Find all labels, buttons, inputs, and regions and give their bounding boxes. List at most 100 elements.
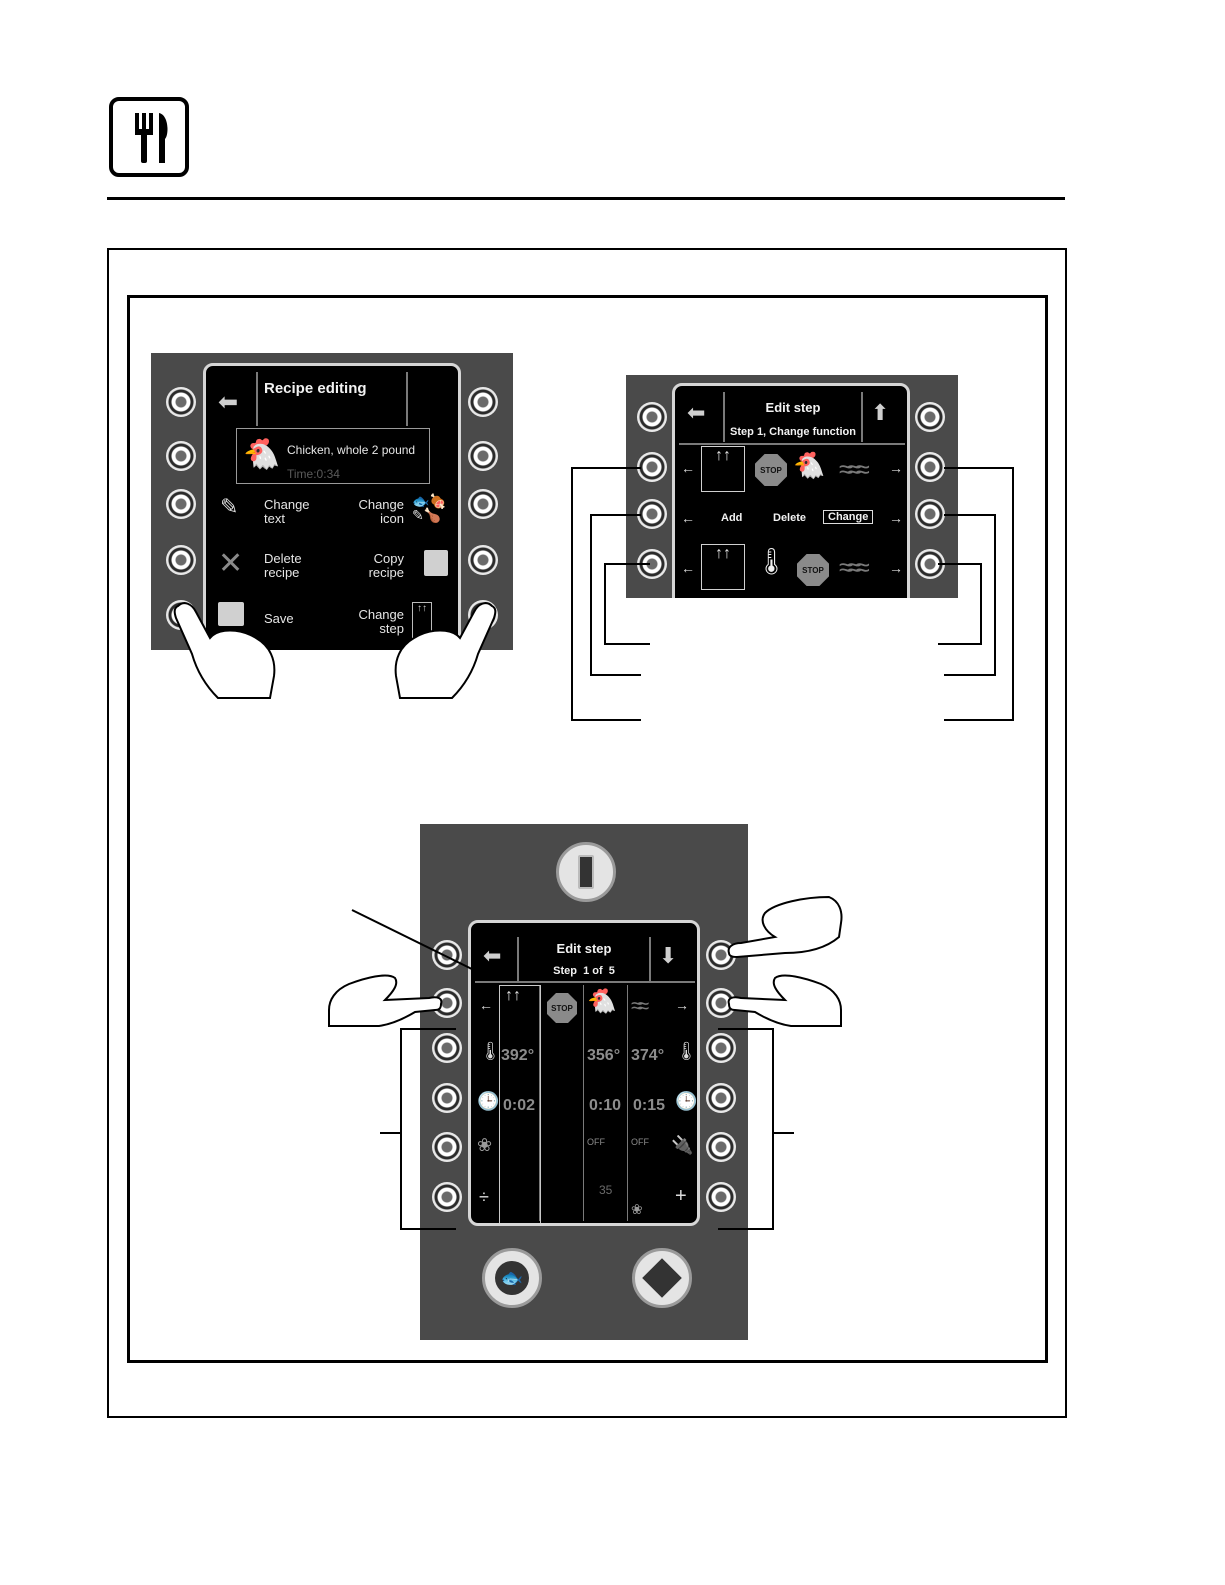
right-arrow-icon: → [675, 997, 689, 1013]
right-arrow-icon: → [889, 510, 903, 526]
edit-step-function-screen: ⬅ ⬆ Edit step Step 1, Change function ← … [672, 383, 910, 598]
save-label: Save [264, 611, 294, 626]
side-button-r3[interactable] [706, 1033, 736, 1063]
control-panel: ⬅ ⬇ Edit step Step 1 of 5 ← ↑↑ STOP 🐔 ≈≈… [420, 824, 748, 1340]
down-arrow-icon[interactable]: ⬇ [659, 943, 678, 968]
side-button-l5[interactable] [432, 1132, 462, 1162]
right-arrow-icon: → [889, 460, 903, 476]
food-icons-icon: 🐟🍖✎🍗 [412, 493, 447, 523]
step-1-time[interactable]: 0:02 [503, 1097, 536, 1114]
hot-air-icon[interactable]: ↑↑ [505, 987, 521, 1004]
stop-icon[interactable]: STOP [755, 454, 787, 486]
side-button-l1[interactable] [637, 402, 667, 432]
power-bar-icon [578, 855, 594, 889]
back-arrow-icon[interactable]: ⬅ [687, 400, 706, 425]
fork-knife-icon [135, 113, 168, 163]
change-icon-label-2: icon [380, 511, 404, 526]
side-button-r6[interactable] [706, 1182, 736, 1212]
step-4-time[interactable]: 0:15 [633, 1097, 666, 1114]
callout-bracket-r1 [944, 467, 1014, 721]
delete-x-icon: ✕ [218, 547, 244, 580]
page-title: Recipe editing [264, 380, 367, 397]
hot-air-icon[interactable]: ↑↑ [701, 544, 745, 590]
step-4-temperature[interactable]: 374° [631, 1047, 665, 1064]
thermometer-down-icon[interactable]: 🌡 [755, 546, 789, 576]
left-hand-pointer-icon [173, 602, 276, 699]
steam-waves-icon[interactable]: ≈≈≈ [839, 454, 870, 484]
step-4-fan[interactable]: OFF [631, 1137, 649, 1147]
figure-frame [107, 248, 1067, 1418]
back-arrow-icon[interactable]: ⬅ [218, 389, 239, 416]
right-hand-pointer-icon [727, 895, 843, 959]
callout-tick-left [380, 1132, 400, 1134]
step-3-extra[interactable]: 35 [599, 1183, 613, 1197]
stop-icon[interactable]: STOP [547, 993, 577, 1023]
side-button-r2[interactable] [468, 441, 498, 471]
header-rule [107, 197, 1065, 200]
steam-chicken-icon[interactable]: 🐔 [587, 988, 617, 1015]
step-3-temperature[interactable]: 356° [587, 1047, 621, 1064]
recipe-card[interactable]: 🐔 Chicken, whole 2 pound Time:0:34 [236, 428, 430, 484]
recipe-editing-panel: ⬅ Recipe editing 🐔 Chicken, whole 2 poun… [151, 353, 513, 650]
side-button-r5[interactable] [706, 1132, 736, 1162]
side-button-l3[interactable] [166, 489, 196, 519]
side-button-l4[interactable] [432, 1083, 462, 1113]
side-button-r1[interactable] [468, 387, 498, 417]
steam-waves-icon[interactable]: ≈≈ [631, 993, 649, 1018]
side-button-l2[interactable] [637, 452, 667, 482]
up-arrow-icon[interactable]: ⬆ [871, 400, 890, 425]
start-button[interactable] [632, 1248, 692, 1308]
program-button[interactable]: 🐟 [482, 1248, 542, 1308]
callout-bracket-l1 [571, 467, 641, 721]
left-arrow-icon: ← [681, 460, 695, 476]
callout-bracket-l2 [590, 514, 641, 676]
left-arrow-icon: ← [479, 997, 493, 1013]
stop-label: STOP [802, 565, 824, 575]
edit-step-function-panel: ⬅ ⬆ Edit step Step 1, Change function ← … [626, 375, 958, 598]
change-text-label-2: text [264, 511, 285, 526]
add-action[interactable]: Add [721, 512, 743, 524]
side-button-l3[interactable] [432, 1033, 462, 1063]
left-arrow-icon: ← [681, 560, 695, 576]
edit-step-screen: ⬅ ⬇ Edit step Step 1 of 5 ← ↑↑ STOP 🐔 ≈≈… [468, 920, 700, 1226]
step-3-time[interactable]: 0:10 [589, 1097, 622, 1114]
recipe-time: Time:0:34 [287, 467, 340, 481]
change-step-label-2: step [379, 621, 404, 636]
recipe-name: Chicken, whole 2 pound [287, 443, 416, 457]
side-button-l4[interactable] [166, 545, 196, 575]
left-arrow-icon: ← [681, 510, 695, 526]
delete-action[interactable]: Delete [773, 512, 807, 524]
side-button-r4[interactable] [468, 545, 498, 575]
thermometer-icon: 🌡 [675, 1041, 698, 1061]
stop-label: STOP [760, 465, 782, 475]
steam-chicken-icon[interactable]: 🐔 [793, 450, 826, 480]
side-button-r4[interactable] [706, 1083, 736, 1113]
side-button-l2[interactable] [166, 441, 196, 471]
side-button-r3[interactable] [468, 489, 498, 519]
side-button-r1[interactable] [915, 402, 945, 432]
side-button-r2[interactable] [915, 452, 945, 482]
side-button-l6[interactable] [432, 1182, 462, 1212]
step-1-temperature[interactable]: 392° [501, 1047, 535, 1064]
divide-icon[interactable]: ÷ [479, 1187, 489, 1207]
side-button-l3[interactable] [637, 499, 667, 529]
change-action[interactable]: Change [823, 510, 874, 524]
power-button[interactable] [556, 842, 616, 902]
figure-inner-frame [127, 295, 1048, 1363]
right-hand-pointer-icon [727, 974, 842, 1027]
stop-icon[interactable]: STOP [797, 554, 829, 586]
fan-icon: ❀ [477, 1135, 493, 1155]
step-counter: Step 1 of 5 [553, 965, 615, 977]
step-3-fan[interactable]: OFF [587, 1137, 605, 1147]
back-arrow-icon[interactable]: ⬅ [483, 943, 502, 968]
probe-icon: 🔌 [671, 1135, 694, 1155]
delete-recipe-label-2: recipe [264, 565, 300, 580]
plus-icon[interactable]: + [675, 1185, 687, 1207]
side-button-r3[interactable] [915, 499, 945, 529]
hot-air-icon[interactable]: ↑↑ [701, 446, 745, 492]
side-button-l1[interactable] [432, 940, 462, 970]
steam-waves-icon[interactable]: ≈≈≈ [839, 552, 870, 582]
side-button-l1[interactable] [166, 387, 196, 417]
callout-bracket-l3 [604, 563, 650, 645]
selected-step-column[interactable] [499, 985, 541, 1223]
